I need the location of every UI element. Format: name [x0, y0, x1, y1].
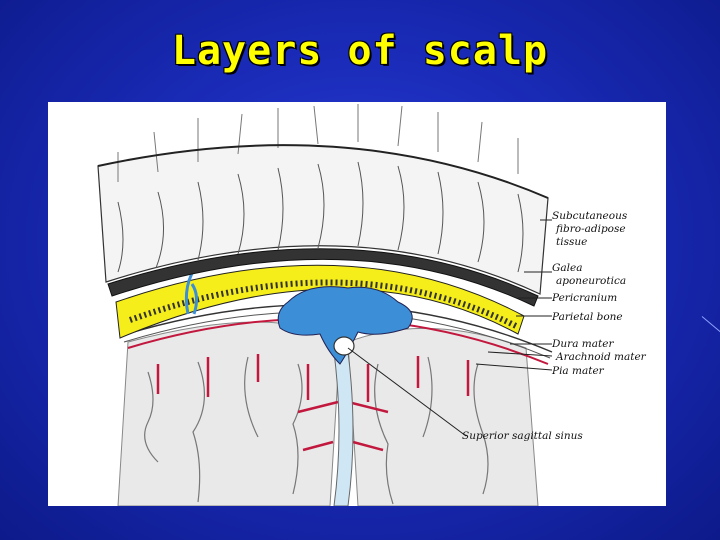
label-superior-sagittal-sinus: Superior sagittal sinus [462, 430, 583, 442]
scalp-diagram [97, 104, 553, 506]
label-dura-mater: Dura mater [552, 338, 614, 350]
label-pericranium: Pericranium [552, 292, 618, 304]
brain-right-hemisphere [347, 327, 539, 506]
scalp-layers-figure: Subcutaneous fibro-adipose tissue Galea … [48, 102, 666, 506]
gyri-folds [144, 356, 489, 505]
hair-strands [117, 104, 519, 182]
falx-cerebri [333, 351, 354, 506]
label-parietal-bone: Parietal bone [552, 311, 623, 323]
label-arachnoid-mater: Arachnoid mater [556, 351, 646, 363]
label-galea-1: Galea [552, 262, 583, 274]
galea-aponeurotica [107, 248, 539, 307]
label-subcutaneous-3: tissue [556, 236, 588, 248]
cortex-vessels [156, 354, 470, 452]
arachnoid-granulation [333, 336, 355, 356]
label-pia-mater: Pia mater [552, 365, 604, 377]
parietal-bone [115, 264, 525, 339]
slide-title: Layers of scalp [171, 28, 549, 74]
leader-lines [347, 219, 553, 437]
label-subcutaneous-1: Subcutaneous [552, 210, 628, 222]
label-subcutaneous-2: fibro-adipose [556, 223, 626, 235]
decorative-line [701, 316, 720, 333]
fat-lobules [117, 161, 524, 273]
label-galea-2: aponeurotica [556, 275, 627, 287]
skin-surface [97, 144, 549, 199]
superior-sagittal-sinus-shape [277, 286, 413, 365]
